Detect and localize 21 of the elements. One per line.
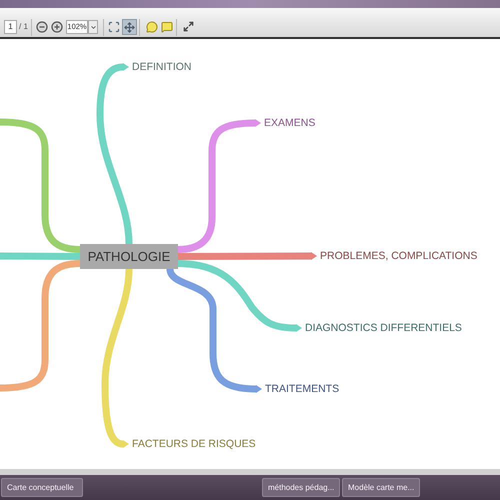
taskbar-button: méthodes pédag... — [262, 478, 340, 497]
branch-label: TRAITEMENTS — [262, 382, 342, 396]
branch-label: EXAMENS — [261, 116, 318, 130]
branch-label: PROBLEMES, COMPLICATIONS — [317, 249, 480, 263]
branch-line — [0, 252, 80, 260]
central-topic-box: PATHOLOGIE — [80, 244, 178, 269]
page-number-field: 1 — [4, 20, 17, 34]
branch-line — [0, 260, 80, 392]
page-count: / 1 — [19, 22, 28, 32]
branch-line — [102, 268, 132, 448]
branch-line — [96, 63, 132, 244]
branch-label: FACTEURS DE RISQUES — [129, 437, 259, 451]
branch-line — [178, 252, 317, 260]
branch-line — [166, 268, 262, 393]
branch-line — [178, 260, 302, 332]
taskbar-button: Modèle carte me... — [342, 478, 420, 497]
branch-line — [0, 118, 80, 253]
branch-label: DIAGNOSTICS DIFFERENTIELS — [302, 321, 465, 335]
branch-label: DEFINITION — [129, 60, 194, 74]
branch-line — [178, 119, 261, 253]
taskbar-button: Carte conceptuelle — [1, 478, 83, 497]
